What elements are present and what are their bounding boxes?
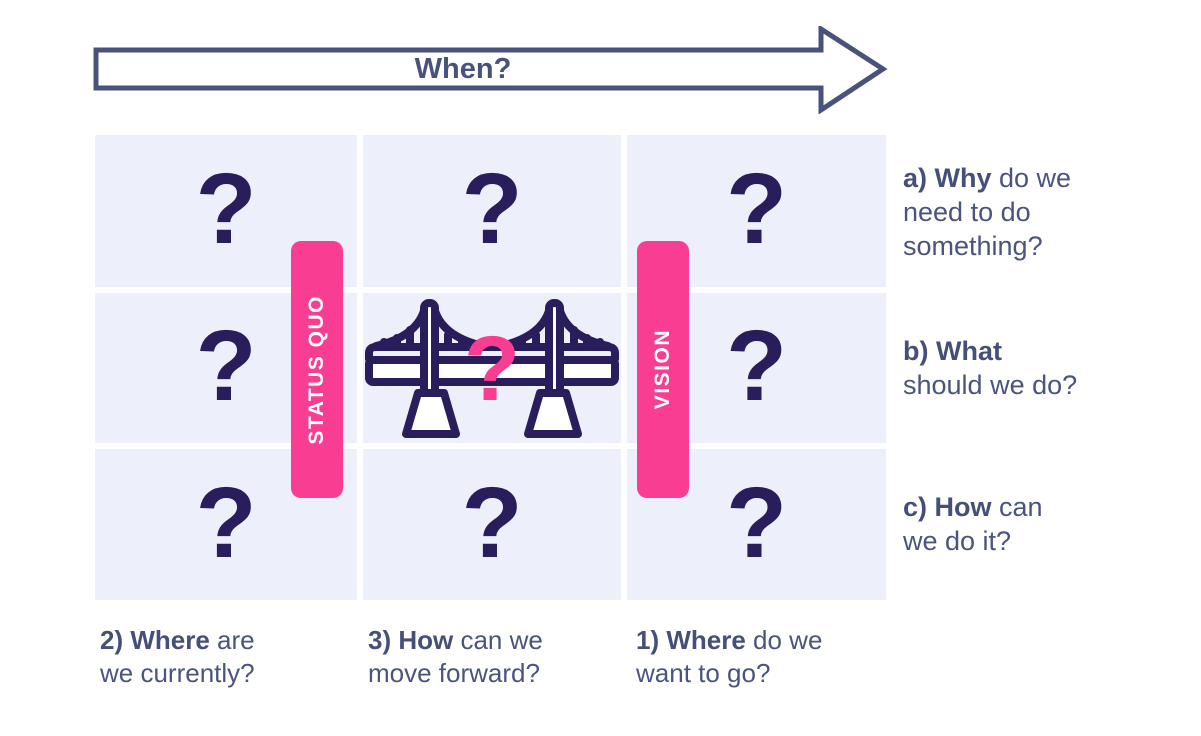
question-mark: ? xyxy=(195,153,257,265)
pink-question-mark: ? xyxy=(463,318,521,420)
row-label-how: c) How can we do it? xyxy=(903,492,1043,556)
question-mark: ? xyxy=(195,466,257,579)
question-mark: ? xyxy=(195,310,257,422)
question-mark: ? xyxy=(461,466,523,579)
cell-r1c3: ? xyxy=(627,135,886,287)
timeline-arrow-label: When? xyxy=(414,53,512,85)
cell-r1c2: ? xyxy=(363,135,621,287)
status-quo-bar: STATUS QUO xyxy=(291,241,343,498)
row-label-why: a) Why do we need to do something? xyxy=(903,163,1072,261)
col-label-where-currently: 2) Where are we currently? xyxy=(100,625,255,688)
question-mark: ? xyxy=(725,153,788,265)
arrow-right-icon xyxy=(93,26,888,114)
question-mark: ? xyxy=(461,153,523,265)
vision-bar-label: VISION xyxy=(651,329,674,410)
question-mark: ? xyxy=(725,466,788,579)
timeline-arrow: When? xyxy=(93,26,888,114)
vision-bar: VISION xyxy=(637,241,689,498)
cell-r2c2-bridge: ? xyxy=(363,293,621,443)
cell-r3c2: ? xyxy=(363,449,621,600)
question-mark: ? xyxy=(725,310,788,422)
col-label-how-forward: 3) How can we move forward? xyxy=(368,625,543,688)
row-label-what: b) What should we do? xyxy=(903,336,1078,400)
col-label-where-go: 1) Where do we want to go? xyxy=(636,625,823,688)
suspension-bridge-icon xyxy=(365,299,619,438)
status-quo-bar-label: STATUS QUO xyxy=(305,294,328,445)
matrix-grid: ? ? ? ? xyxy=(95,135,886,600)
